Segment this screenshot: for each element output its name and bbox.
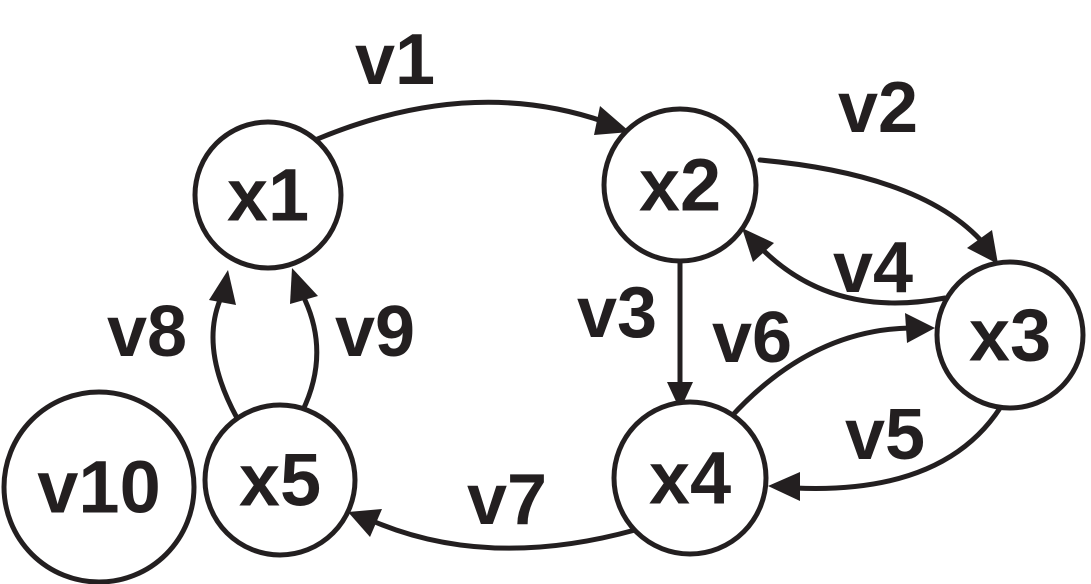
node-x1-label: x1: [227, 154, 309, 237]
edge-v7-arrowhead: [348, 509, 382, 537]
edge-v1: [312, 99, 630, 143]
edge-v2-arrowhead: [967, 230, 998, 264]
node-x4: x4: [611, 399, 769, 557]
edge-label-v3: v3: [577, 273, 657, 353]
edge-v8: [209, 270, 240, 421]
edge-v5-line: [792, 397, 1008, 491]
edge-v6: [727, 313, 935, 421]
edge-label-v7: v7: [467, 460, 547, 540]
edge-v1-line: [312, 99, 608, 143]
edge-v8-line: [210, 297, 240, 421]
edge-label-v2: v2: [838, 68, 918, 148]
edge-v4: [742, 228, 948, 306]
node-x5-circle: [202, 402, 358, 558]
node-x3: x3: [934, 259, 1086, 411]
edge-v9: [290, 268, 320, 415]
edge-label-v6: v6: [712, 298, 792, 378]
edge-v2: [757, 157, 998, 264]
edge-v6-line: [727, 325, 913, 421]
node-x5-label: x5: [239, 439, 321, 522]
edge-v3: [667, 255, 693, 410]
edge-v4-line: [755, 242, 948, 306]
edge-v7: [348, 509, 638, 551]
node-x2: x2: [601, 106, 759, 264]
node-v10-circle: [1, 389, 197, 584]
edge-v8-arrowhead: [209, 270, 236, 305]
edge-v2-line: [757, 157, 988, 248]
edge-v9-line: [299, 297, 320, 415]
edge-label-v8: v8: [107, 292, 187, 372]
edge-v1-arrowhead: [594, 106, 630, 135]
node-x2-label: x2: [639, 144, 721, 227]
edge-label-v9: v9: [335, 292, 415, 372]
edge-v4-arrowhead: [742, 228, 774, 262]
edge-v6-arrowhead: [905, 313, 935, 343]
node-x2-circle: [601, 106, 759, 264]
node-x5: x5: [202, 402, 358, 558]
node-x4-label: x4: [649, 437, 731, 520]
node-x1-circle: [192, 119, 344, 271]
edge-label-v5: v5: [845, 395, 925, 475]
node-v10: v10: [1, 389, 197, 584]
edge-v7-line: [372, 519, 638, 551]
edge-v5: [768, 397, 1008, 501]
edge-v5-arrowhead: [768, 472, 800, 501]
edge-label-v4: v4: [833, 228, 913, 308]
node-x1: x1: [192, 119, 344, 271]
node-x3-label: x3: [969, 294, 1051, 377]
node-x3-circle: [934, 259, 1086, 411]
node-v10-label: v10: [37, 446, 160, 529]
edge-v3-arrowhead: [667, 382, 693, 410]
edge-label-v1: v1: [355, 20, 435, 100]
edge-v9-arrowhead: [290, 268, 318, 304]
node-x4-circle: [611, 399, 769, 557]
